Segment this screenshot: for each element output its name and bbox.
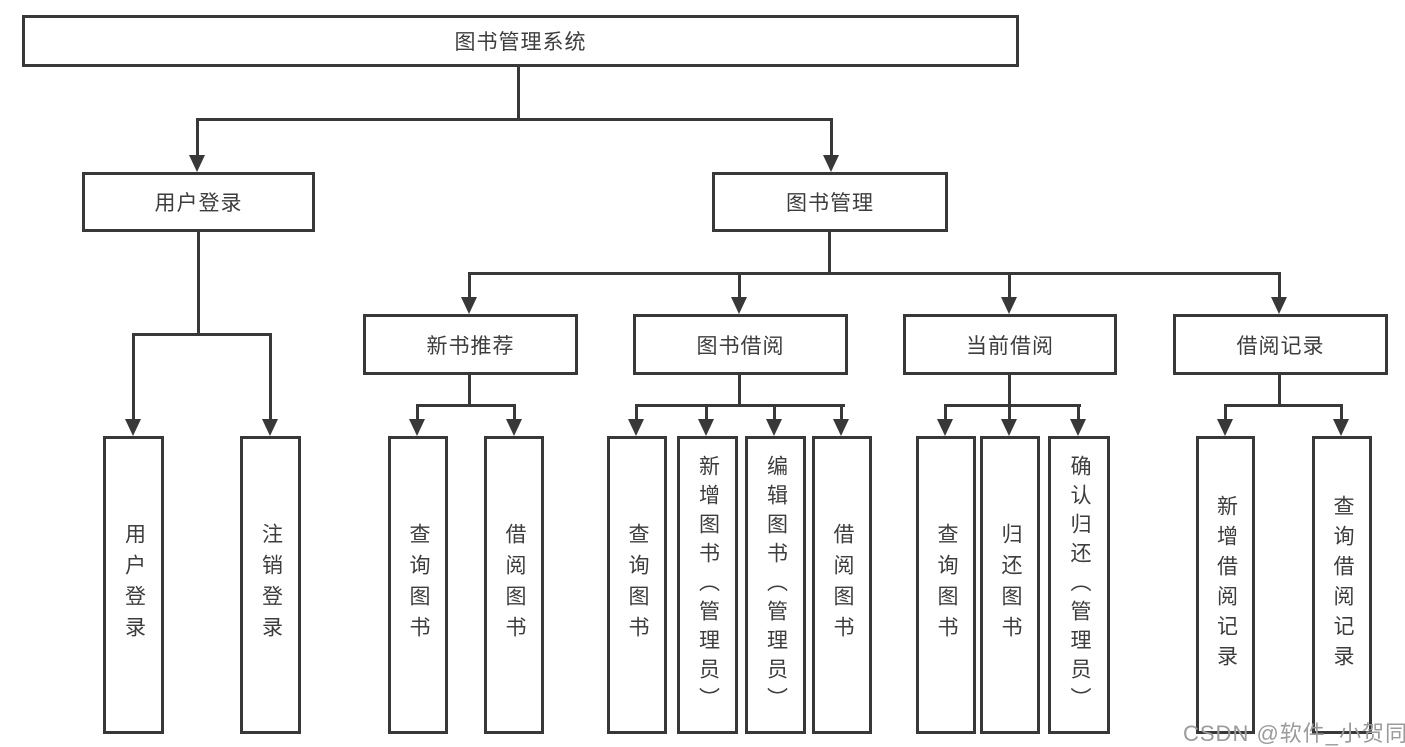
- leaf-borrow-books-2: 借阅图书: [812, 436, 872, 734]
- leaf-query-books-1: 查询图书: [388, 436, 448, 734]
- connector-line: [944, 404, 1081, 407]
- leaf-borrow-books-1: 借阅图书: [484, 436, 544, 734]
- connector-line: [830, 118, 833, 158]
- arrow-down-icon: [833, 419, 849, 436]
- leaf-confirm-return-admin: 确认归还（管理员）: [1048, 436, 1110, 734]
- connector-line: [517, 66, 520, 120]
- arrow-down-icon: [461, 297, 477, 314]
- leaf-query-books-2: 查询图书: [607, 436, 667, 734]
- csdn-watermark: CSDN @软件_小贺同学: [1183, 721, 1405, 746]
- connector-line: [738, 375, 741, 407]
- arrow-down-icon: [1070, 419, 1086, 436]
- leaf-logout: 注销登录: [240, 436, 301, 734]
- arrow-down-icon: [125, 419, 141, 436]
- arrow-down-icon: [189, 155, 205, 172]
- arrow-down-icon: [698, 419, 714, 436]
- arrow-down-icon: [409, 419, 425, 436]
- leaf-query-borrow-record: 查询借阅记录: [1312, 436, 1372, 734]
- connector-line: [944, 404, 947, 422]
- arrow-down-icon: [823, 155, 839, 172]
- connector-line: [269, 333, 272, 421]
- connector-line: [197, 232, 200, 336]
- leaf-user-login: 用户登录: [103, 436, 164, 734]
- connector-line: [132, 333, 272, 336]
- arrow-down-icon: [937, 419, 953, 436]
- arrow-down-icon: [1333, 419, 1349, 436]
- node-current-borrowing: 当前借阅: [903, 314, 1117, 375]
- connector-line: [468, 272, 471, 299]
- connector-line: [1008, 375, 1011, 407]
- connector-line: [1008, 404, 1011, 422]
- connector-line: [1077, 404, 1080, 422]
- arrow-down-icon: [1001, 297, 1017, 314]
- connector-line: [773, 404, 776, 422]
- connector-line: [468, 375, 471, 407]
- connector-line: [196, 118, 199, 158]
- connector-line: [1340, 404, 1343, 422]
- node-book-borrowing: 图书借阅: [633, 314, 848, 375]
- connector-line: [468, 272, 1281, 275]
- leaf-query-books-3: 查询图书: [916, 436, 976, 734]
- connector-line: [416, 404, 419, 422]
- connector-line: [1278, 272, 1281, 299]
- leaf-add-borrow-record: 新增借阅记录: [1196, 436, 1255, 734]
- connector-line: [738, 272, 741, 299]
- node-user-login: 用户登录: [82, 172, 315, 232]
- arrow-down-icon: [1001, 419, 1017, 436]
- connector-line: [828, 232, 831, 275]
- connector-line: [840, 404, 843, 422]
- connector-line: [196, 118, 833, 121]
- connector-line: [1278, 375, 1281, 407]
- leaf-return-books: 归还图书: [980, 436, 1040, 734]
- node-borrowing-records: 借阅记录: [1173, 314, 1388, 375]
- arrow-down-icon: [262, 419, 278, 436]
- connector-line: [1224, 404, 1343, 407]
- leaf-add-books-admin: 新增图书（管理员）: [677, 436, 738, 734]
- arrow-down-icon: [766, 419, 782, 436]
- connector-line: [416, 404, 516, 407]
- leaf-edit-books-admin: 编辑图书（管理员）: [745, 436, 806, 734]
- arrow-down-icon: [628, 419, 644, 436]
- connector-line: [1224, 404, 1227, 422]
- node-new-book-recommendation: 新书推荐: [363, 314, 578, 375]
- connector-line: [635, 404, 845, 407]
- node-library-management-system: 图书管理系统: [22, 15, 1019, 67]
- connector-line: [132, 333, 135, 421]
- connector-line: [705, 404, 708, 422]
- arrow-down-icon: [1217, 419, 1233, 436]
- arrow-down-icon: [731, 297, 747, 314]
- arrow-down-icon: [506, 419, 522, 436]
- node-book-management: 图书管理: [712, 172, 948, 232]
- connector-line: [513, 404, 516, 422]
- connector-line: [1008, 272, 1011, 299]
- connector-line: [635, 404, 638, 422]
- arrow-down-icon: [1271, 297, 1287, 314]
